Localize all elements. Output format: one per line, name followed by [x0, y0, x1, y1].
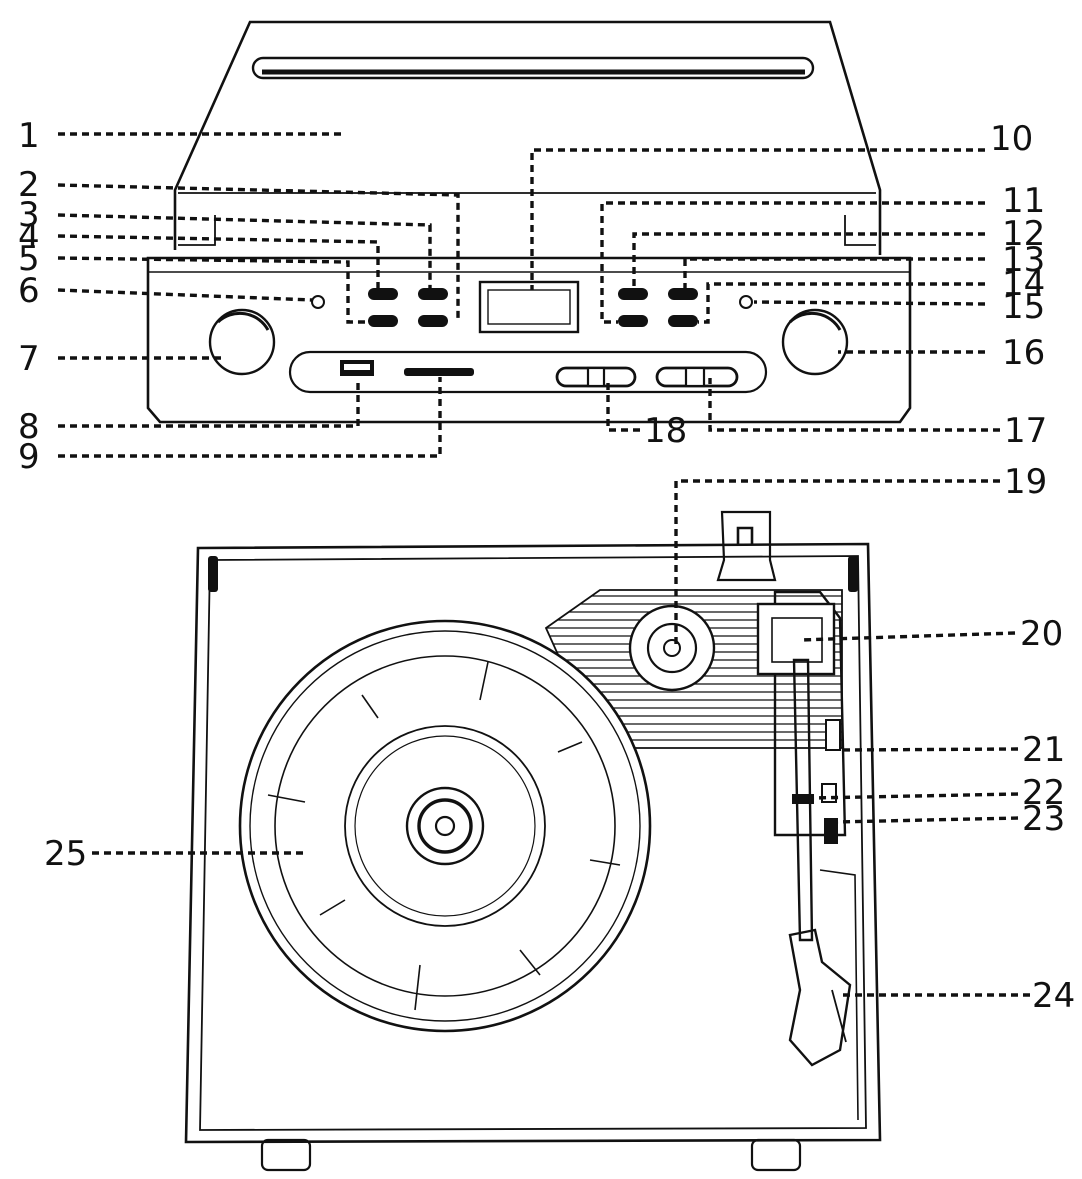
front-view — [146, 20, 912, 424]
dust-cover — [173, 20, 882, 255]
callout-16: 16 — [1002, 333, 1045, 373]
card-slot — [404, 368, 474, 376]
knob-left — [208, 308, 276, 376]
button-12 — [618, 288, 648, 300]
auto-stop-switch — [824, 818, 838, 844]
arm-clip-slot — [736, 526, 754, 544]
headshell — [788, 928, 852, 1067]
spindle — [434, 815, 456, 837]
leader-23 — [835, 816, 1019, 824]
cover-top-strip — [251, 56, 815, 80]
platter-label-inner — [354, 735, 536, 917]
button-11 — [618, 315, 648, 327]
leader-15 — [753, 300, 986, 306]
headshell-finger — [831, 989, 847, 1043]
switch-17-knob — [684, 366, 706, 388]
button-5 — [368, 315, 398, 327]
usb-port-inner — [344, 364, 370, 370]
led-right — [739, 295, 753, 309]
knob-right — [781, 308, 849, 376]
callout-13: 13 — [1002, 240, 1045, 280]
leader-4 — [57, 234, 380, 290]
callout-12: 12 — [1002, 214, 1045, 254]
tonearm-tube — [792, 658, 814, 942]
callout-7: 7 — [18, 339, 40, 379]
leader-18 — [606, 378, 640, 432]
cover-hinge-left — [178, 215, 216, 246]
foot-right — [750, 1138, 802, 1172]
callout-6: 6 — [18, 271, 40, 311]
callout-22: 22 — [1022, 773, 1065, 813]
knob-left-shade — [216, 311, 270, 331]
leader-14 — [698, 282, 985, 324]
leader-9 — [58, 377, 442, 458]
button-3 — [418, 288, 448, 300]
leader-3 — [57, 213, 432, 290]
callout-3: 3 — [18, 195, 40, 235]
callout-1: 1 — [18, 116, 40, 156]
callout-9: 9 — [18, 437, 40, 477]
leader-13 — [683, 257, 985, 290]
knob-right-shade — [788, 311, 842, 331]
arm-clip — [716, 510, 777, 582]
led-left — [311, 295, 325, 309]
lift-lever — [825, 719, 841, 751]
callout-10: 10 — [990, 119, 1033, 159]
callout-25: 25 — [44, 834, 87, 874]
callout-4: 4 — [18, 217, 40, 257]
callout-21: 21 — [1022, 730, 1065, 770]
leader-19 — [674, 479, 1000, 645]
callout-19: 19 — [1004, 462, 1047, 502]
leader-12 — [632, 232, 985, 290]
display-inner — [487, 289, 571, 325]
platter-strobe-marks — [267, 661, 621, 1011]
leader-6 — [57, 288, 313, 302]
button-14 — [668, 315, 698, 327]
callout-11: 11 — [1002, 181, 1045, 221]
lower-panel — [288, 350, 768, 394]
callout-17: 17 — [1004, 411, 1047, 451]
button-4 — [368, 288, 398, 300]
button-13 — [668, 288, 698, 300]
callout-20: 20 — [1020, 614, 1063, 654]
callout-2: 2 — [18, 165, 40, 205]
leader-lines — [57, 132, 1030, 997]
leader-11 — [600, 201, 985, 324]
leader-8 — [58, 378, 360, 428]
leader-5 — [57, 256, 368, 324]
arm-pivot — [792, 794, 814, 804]
callout-15: 15 — [1002, 287, 1045, 327]
callout-8: 8 — [18, 407, 40, 447]
hinge-left — [208, 556, 218, 592]
cabinet-inner — [199, 555, 867, 1131]
platter-label-ring — [344, 725, 546, 927]
top-view — [184, 510, 882, 1172]
hinge-right — [848, 556, 858, 592]
cabinet — [184, 542, 882, 1144]
cover-hinge-right — [844, 215, 876, 246]
leader-10 — [530, 148, 985, 290]
callout-numbers: 1 2 3 4 5 6 7 8 9 10 11 12 13 14 15 16 1… — [18, 116, 1075, 1016]
callout-18: 18 — [644, 411, 687, 451]
callout-14: 14 — [1002, 264, 1045, 304]
leader-21 — [839, 747, 1019, 752]
platter-mat — [274, 655, 616, 997]
leader-17 — [708, 378, 1000, 432]
leader-22 — [811, 792, 1019, 800]
callout-5: 5 — [18, 239, 40, 279]
callout-23: 23 — [1022, 799, 1065, 839]
tonearm-guide — [819, 869, 859, 1121]
platter-rim — [249, 630, 641, 1022]
foot-left — [260, 1138, 312, 1172]
tonearm-base — [773, 590, 847, 837]
switch-18-knob — [586, 366, 606, 388]
callout-24: 24 — [1032, 976, 1075, 1016]
leader-2 — [57, 183, 460, 322]
button-2 — [418, 315, 448, 327]
